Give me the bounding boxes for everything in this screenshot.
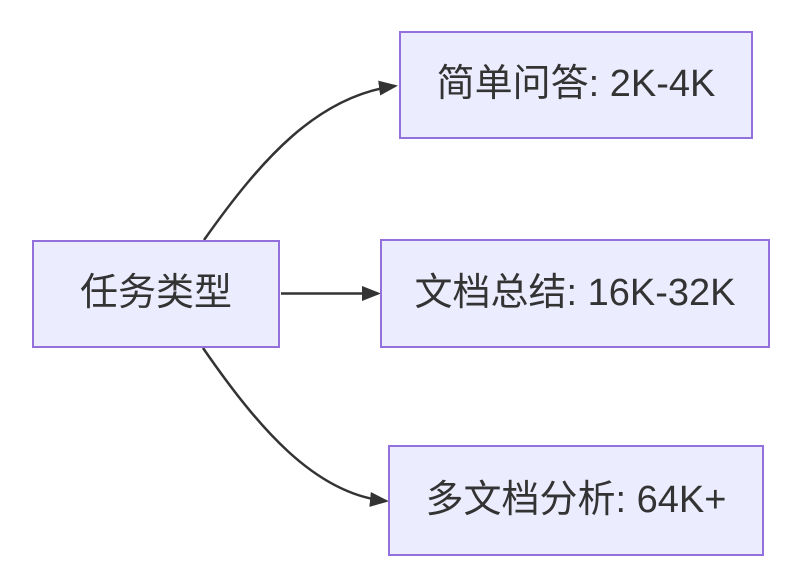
node-task-type-label: 任务类型	[79, 272, 232, 315]
node-simple-qa-label: 简单问答: 2K-4K	[436, 63, 716, 106]
node-multi-doc-analysis-label: 多文档分析: 64K+	[425, 478, 727, 521]
node-simple-qa: 简单问答: 2K-4K	[399, 31, 753, 139]
node-task-type: 任务类型	[32, 240, 280, 348]
node-doc-summary-label: 文档总结: 16K-32K	[414, 271, 736, 314]
edge-root-to-multi	[201, 347, 389, 507]
node-doc-summary: 文档总结: 16K-32K	[380, 239, 770, 348]
node-multi-doc-analysis: 多文档分析: 64K+	[388, 445, 764, 556]
edge-root-to-qa	[202, 80, 398, 241]
